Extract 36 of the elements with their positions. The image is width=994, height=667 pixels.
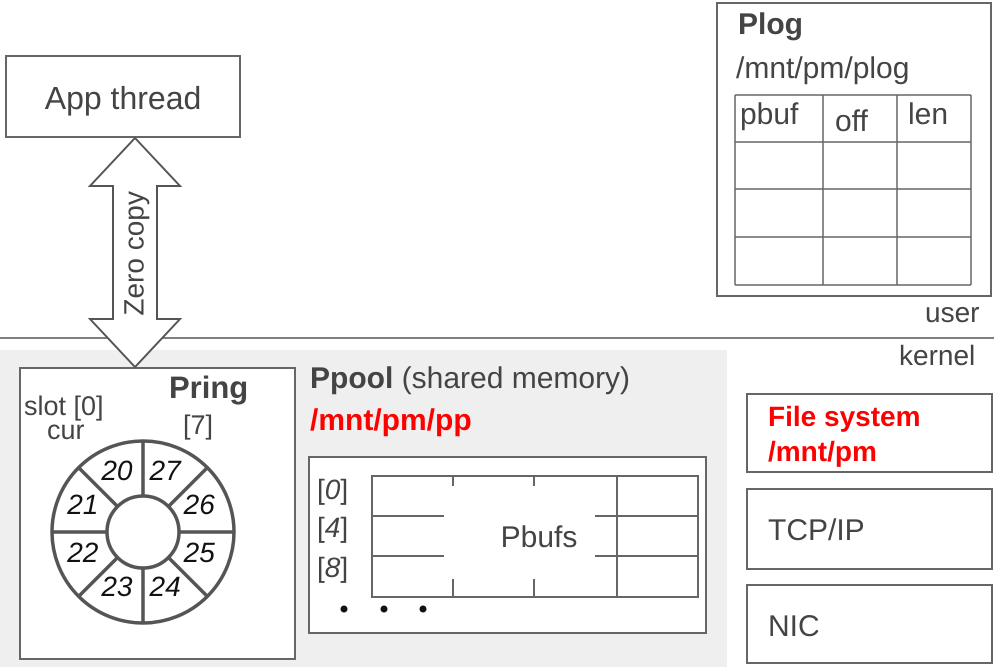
log-box <box>716 2 992 297</box>
process-box <box>5 55 241 138</box>
grid-label: Pbufs <box>500 521 578 554</box>
slot-number: 25 <box>182 538 216 569</box>
box-label: File system /mnt/pm <box>768 400 922 469</box>
double-arrow <box>88 136 182 368</box>
slot-number: 27 <box>148 456 182 487</box>
index-label: [0] <box>317 475 348 506</box>
file-path: /mnt/pm/pp <box>310 404 472 437</box>
index-label: [4] <box>317 513 348 544</box>
slot-number: 20 <box>100 456 134 487</box>
box-title: Ppool (shared memory) <box>310 362 630 395</box>
region-label: user <box>925 298 980 329</box>
column-header: pbuf <box>740 98 798 131</box>
buffer-grid <box>372 476 698 597</box>
box-title: Plog <box>738 8 803 41</box>
process-box <box>746 393 993 473</box>
box-label: TCP/IP <box>768 514 865 547</box>
slot-number: 23 <box>100 572 134 603</box>
process-box <box>746 584 993 664</box>
box-label: NIC <box>768 610 820 643</box>
box-label: App thread <box>44 81 202 116</box>
slot-number: 26 <box>182 490 216 521</box>
file-path: /mnt/pm/plog <box>736 52 910 85</box>
slot-number: 21 <box>66 490 100 521</box>
region-label: kernel <box>899 341 976 372</box>
slot-number: 22 <box>66 538 100 569</box>
process-box <box>746 488 993 570</box>
index-label: [8] <box>317 553 348 584</box>
slot-number: 24 <box>148 572 182 603</box>
slot-label: [7] <box>183 411 214 441</box>
box-title: Pring <box>169 371 248 406</box>
column-header: len <box>908 98 948 131</box>
column-header: off <box>835 105 868 138</box>
edge-label: Zero copy <box>120 190 150 318</box>
ring-box <box>19 367 296 660</box>
